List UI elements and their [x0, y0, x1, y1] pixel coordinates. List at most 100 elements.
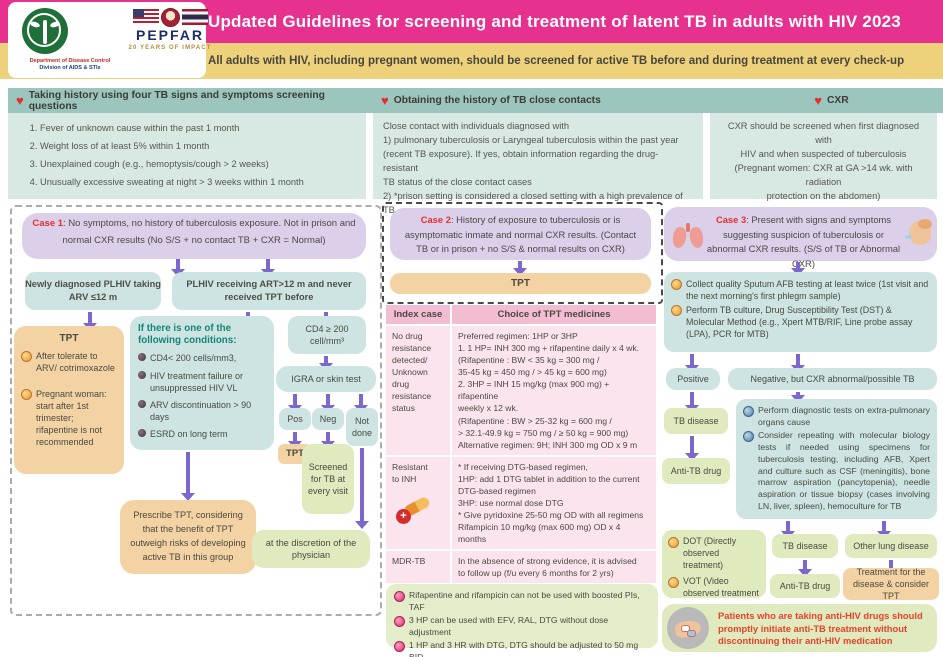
conditions-title: If there is one of the following conditi…	[138, 323, 237, 347]
section2-title: ♥ Obtaining the history of TB close cont…	[373, 88, 719, 113]
logo-panel: Department of Disease Control Division o…	[8, 2, 210, 78]
case1-cd4-box: CD4 ≥ 200 cell/mm³	[288, 316, 366, 354]
flow-arrow	[803, 560, 807, 570]
case3-dot-vot-box: DOT (Directly observed treatment) VOT (V…	[662, 530, 766, 598]
list-item: ESRD on long term	[138, 428, 266, 440]
pepfar-logo: PEPFAR 20 YEARS OF IMPACT	[128, 6, 212, 51]
plus-badge: +	[396, 508, 411, 524]
flow-arrow	[293, 432, 297, 442]
list-item: Collect quality Sputum AFB testing at le…	[671, 278, 930, 302]
moph-caption: Department of Disease Control Division o…	[29, 58, 111, 72]
flow-arrow	[889, 560, 893, 570]
table-row-choice: * If receiving DTG-based regimen, 1HP: a…	[452, 456, 656, 549]
flow-arrow	[360, 448, 364, 522]
flow-arrow	[796, 392, 800, 396]
case1-neg-box: Neg	[312, 408, 344, 430]
list-item: Weight loss of at least 5% within 1 mont…	[40, 140, 356, 154]
case3-negative-box: Negative, but CXR abnormal/possible TB	[728, 368, 937, 390]
flow-arrow	[518, 261, 522, 269]
flow-arrow	[690, 354, 694, 366]
case2-footnotes: Rifapentine and rifampicin can not be us…	[386, 584, 658, 657]
us-flag-icon	[132, 9, 159, 25]
bullet-icon	[138, 370, 146, 379]
list-item: DOT (Directly observed treatment)	[668, 536, 760, 572]
page-subtitle: All adults with HIV, including pregnant …	[208, 55, 905, 67]
list-item: Unusually excessive sweating at night > …	[40, 176, 356, 190]
table-row-choice: Preferred regimen: 1HP or 3HP 1. 1 HP= I…	[452, 326, 656, 455]
case1-tpt-box: TPT After tolerate to ARV/ cotrimoxazole…	[14, 326, 124, 474]
section1-title: ♥ Taking history using four TB signs and…	[8, 88, 382, 113]
list-item: After tolerate to ARV/ cotrimoxazole	[21, 350, 117, 374]
capsule-pill-icon: +	[396, 495, 436, 525]
flow-arrow	[88, 312, 92, 324]
heart-icon: ♥	[16, 93, 24, 108]
case1-prescribe-box: Prescribe TPT, considering that the bene…	[120, 500, 256, 574]
section2-body: Close contact with individuals diagnosed…	[373, 113, 703, 215]
list-item: Perform TB culture, Drug Susceptibility …	[671, 304, 930, 340]
list-item: CD4< 200 cells/mm3,	[138, 352, 266, 364]
list-item: Pregnant woman: start after 1st trimeste…	[21, 388, 117, 449]
list-item: Unexplained cough (e.g., hemoptysis/coug…	[40, 158, 356, 172]
heart-icon: ♥	[814, 93, 822, 108]
list-item: VOT (Video observed treatment	[668, 576, 760, 600]
coughing-person-icon	[905, 219, 932, 249]
case1-pos-box: Pos	[279, 408, 311, 430]
case3-treatment-box: Treatment for the disease & consider TPT	[843, 567, 939, 601]
list-item: Fever of unknown cause within the past 1…	[40, 122, 356, 136]
case3-extra-tests-box: Perform diagnostic tests on extra-pulmon…	[736, 399, 937, 519]
list-item: Rifapentine and rifampicin can not be us…	[394, 590, 650, 613]
case3-anti-tb2-box: Anti-TB drug	[770, 574, 840, 598]
bullet-icon	[21, 388, 32, 400]
flow-arrow	[690, 392, 694, 406]
tpt-title: TPT	[59, 333, 79, 344]
flags-row	[128, 6, 212, 28]
flow-arrow	[324, 356, 328, 364]
case3-warning-box: Patients who are taking anti-HIV drugs s…	[662, 604, 937, 652]
thai-flag-icon	[181, 9, 208, 25]
flow-arrow	[359, 394, 363, 406]
case2-header: Case 2: History of exposure to tuberculo…	[390, 208, 651, 260]
table-row-index: No drug resistance detected/ Unknown dru…	[386, 326, 450, 455]
list-item: 1 HP and 3 HR with DTG, DTG should be ad…	[394, 640, 650, 657]
flow-arrow	[690, 436, 694, 454]
flow-arrow	[326, 432, 330, 442]
table-header-choice: Choice of TPT medicines	[452, 305, 656, 325]
pin-icon	[394, 616, 405, 628]
bullet-icon	[138, 429, 146, 438]
table-row-choice: In the absence of strong evidence, it is…	[452, 550, 656, 583]
flow-arrow	[796, 262, 800, 269]
case1-dashed-frame	[10, 205, 382, 616]
table-header-index: Index case	[386, 305, 450, 325]
bullet-icon	[21, 350, 32, 362]
list-item: Perform diagnostic tests on extra-pulmon…	[743, 405, 930, 428]
pepfar-tagline: 20 YEARS OF IMPACT	[128, 45, 212, 52]
microscope-icon	[743, 406, 754, 417]
microscope-icon	[743, 431, 754, 443]
flow-arrow	[266, 259, 270, 270]
bullet-icon	[138, 353, 146, 362]
table-row-index: Resistant to INH +	[386, 456, 450, 549]
bullet-icon	[671, 305, 682, 317]
flow-arrow	[176, 259, 180, 270]
pepfar-ribbon-icon	[160, 7, 180, 27]
flow-arrow	[786, 521, 790, 532]
case1-discretion-box: at the discretion of the physician	[252, 530, 370, 568]
bulb-icon	[668, 537, 679, 548]
flow-arrow	[186, 452, 190, 494]
case1-conditions-box: If there is one of the following conditi…	[130, 316, 274, 450]
flow-arrow	[326, 394, 330, 406]
flow-arrow	[882, 521, 886, 532]
hand-with-pills-icon	[667, 607, 709, 649]
case3-tests-box: Collect quality Sputum AFB testing at le…	[664, 272, 937, 352]
case3-positive-box: Positive	[666, 368, 720, 390]
pin-icon	[394, 641, 405, 653]
flow-arrow	[796, 354, 800, 366]
section1-body: Fever of unknown cause within the past 1…	[8, 113, 366, 199]
case1-newly-box: Newly diagnosed PLHIV taking ARV ≤12 m	[25, 272, 161, 310]
case3-anti-tb-box: Anti-TB drug	[662, 458, 730, 484]
table-row-index: MDR-TB	[386, 550, 450, 583]
case1-notdone-box: Not done	[346, 408, 378, 446]
list-item: 3 HP can be used with EFV, RAL, DTG with…	[394, 615, 650, 638]
case3-header: Case 3: Present with signs and symptoms …	[664, 207, 937, 269]
moph-logo-icon	[22, 8, 68, 54]
